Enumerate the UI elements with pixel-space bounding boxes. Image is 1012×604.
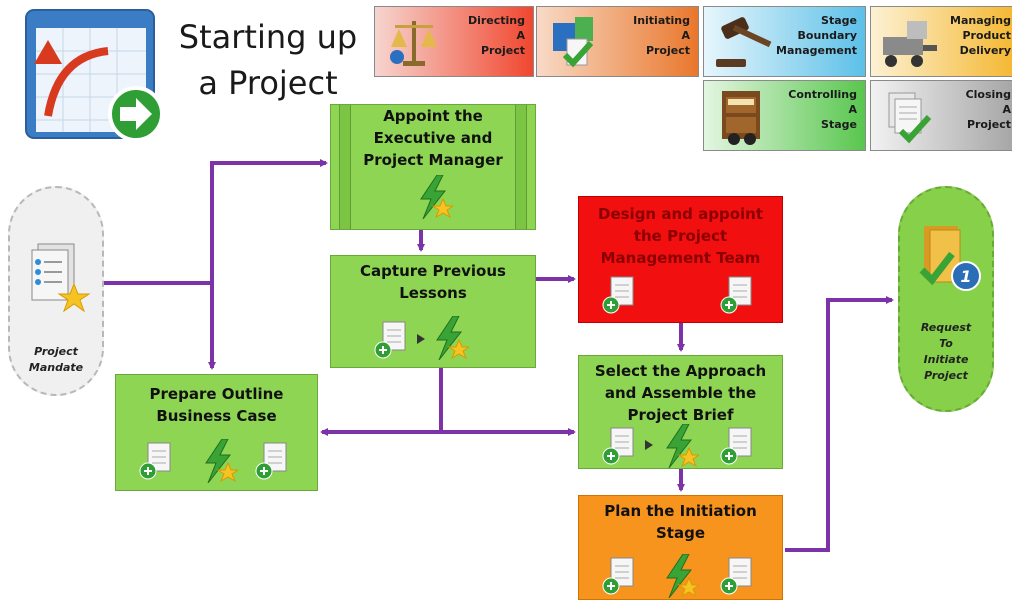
- lightning-star-icon: [417, 174, 455, 225]
- documents-check-icon: [547, 13, 605, 75]
- document-plus-icon: [601, 426, 641, 472]
- arrow-plan-to-request: [785, 296, 894, 552]
- machine-icon: [877, 15, 941, 75]
- document-plus-icon: [254, 441, 294, 487]
- lightning-star-icon: [663, 423, 701, 474]
- svg-text:1: 1: [960, 267, 971, 286]
- lightning-star-icon: [202, 438, 240, 489]
- document-plus-icon: [601, 556, 641, 602]
- document-plus-icon: [719, 275, 759, 321]
- list-star-icon: [24, 238, 94, 323]
- document-plus-icon: [138, 441, 178, 487]
- arrow-mandate-to-appoint: [103, 159, 328, 285]
- folder-check-icon: 1: [908, 218, 988, 303]
- document-plus-icon: [601, 275, 641, 321]
- lightning-star-icon: [433, 315, 471, 366]
- page-title: Starting up a Project: [178, 18, 358, 102]
- document-plus-icon: [373, 320, 413, 366]
- gavel-icon: [712, 15, 776, 75]
- document-plus-icon: [719, 556, 759, 602]
- document-plus-icon: [719, 426, 759, 472]
- cabinet-binoculars-icon: [714, 87, 772, 150]
- lightning-star-icon: [663, 553, 701, 604]
- window-arrow-icon: [18, 6, 168, 151]
- scales-icon: [385, 13, 443, 75]
- documents-check-icon: [881, 87, 939, 149]
- arrow-right-icon: [417, 334, 425, 344]
- arrow-right-icon: [645, 440, 653, 450]
